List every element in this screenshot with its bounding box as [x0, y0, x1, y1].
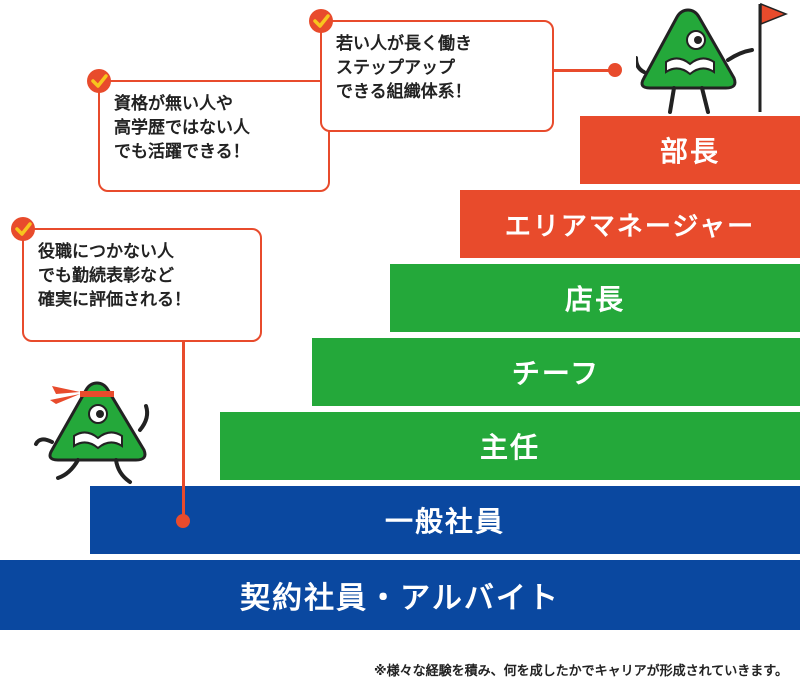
bubble-right-line-3: できる組織体系！ — [336, 82, 472, 102]
bubble-left: 役職につかない人 でも勤続表彰など 確実に評価される！ — [22, 228, 262, 342]
bubble-left-line-3: 確実に評価される！ — [38, 290, 191, 310]
mascot-icon — [34, 381, 150, 484]
step-store-manager: 店長 — [390, 264, 800, 332]
mascot-icon — [636, 8, 754, 114]
left-connector-dot — [176, 514, 190, 528]
right-bubble-connector — [552, 69, 616, 72]
bubble-right: 若い人が長く働き ステップアップ できる組織体系！ — [320, 20, 554, 132]
step-shunin-label: 主任 — [479, 431, 540, 464]
check-icon — [309, 9, 333, 33]
step-contract: 契約社員・アルバイト — [0, 560, 800, 630]
check-icon — [87, 69, 111, 93]
bubble-middle-line-1: 資格が無い人や — [114, 94, 233, 114]
bubble-middle: 資格が無い人や 高学歴ではない人 でも活躍できる！ — [98, 80, 330, 192]
footnote: ※様々な経験を積み、何を成したかでキャリアが形成されていきます。 — [374, 664, 788, 679]
bubble-right-line-1: 若い人が長く働き — [336, 34, 472, 54]
bubble-right-line-2: ステップアップ — [336, 58, 455, 78]
bubble-left-line-1: 役職につかない人 — [38, 242, 174, 262]
step-contract-label: 契約社員・アルバイト — [240, 581, 560, 616]
left-bubble-connector — [182, 340, 185, 520]
step-regular-label: 一般社員 — [384, 505, 505, 538]
step-regular: 一般社員 — [90, 486, 800, 554]
step-area-manager: エリアマネージャー — [460, 190, 800, 258]
flag-icon — [758, 2, 788, 112]
step-chief: チーフ — [312, 338, 800, 406]
bubble-middle-line-2: 高学歴ではない人 — [114, 118, 250, 138]
right-connector-dot — [608, 63, 622, 77]
step-shunin: 主任 — [220, 412, 800, 480]
step-director-label: 部長 — [659, 135, 720, 168]
bubble-left-line-2: でも勤続表彰など — [38, 266, 174, 286]
step-store-manager-label: 店長 — [564, 283, 625, 316]
step-chief-label: チーフ — [511, 357, 601, 390]
step-area-manager-label: エリアマネージャー — [504, 211, 756, 242]
check-icon — [11, 217, 35, 241]
step-director: 部長 — [580, 116, 800, 184]
bubble-middle-line-3: でも活躍できる！ — [114, 142, 250, 162]
